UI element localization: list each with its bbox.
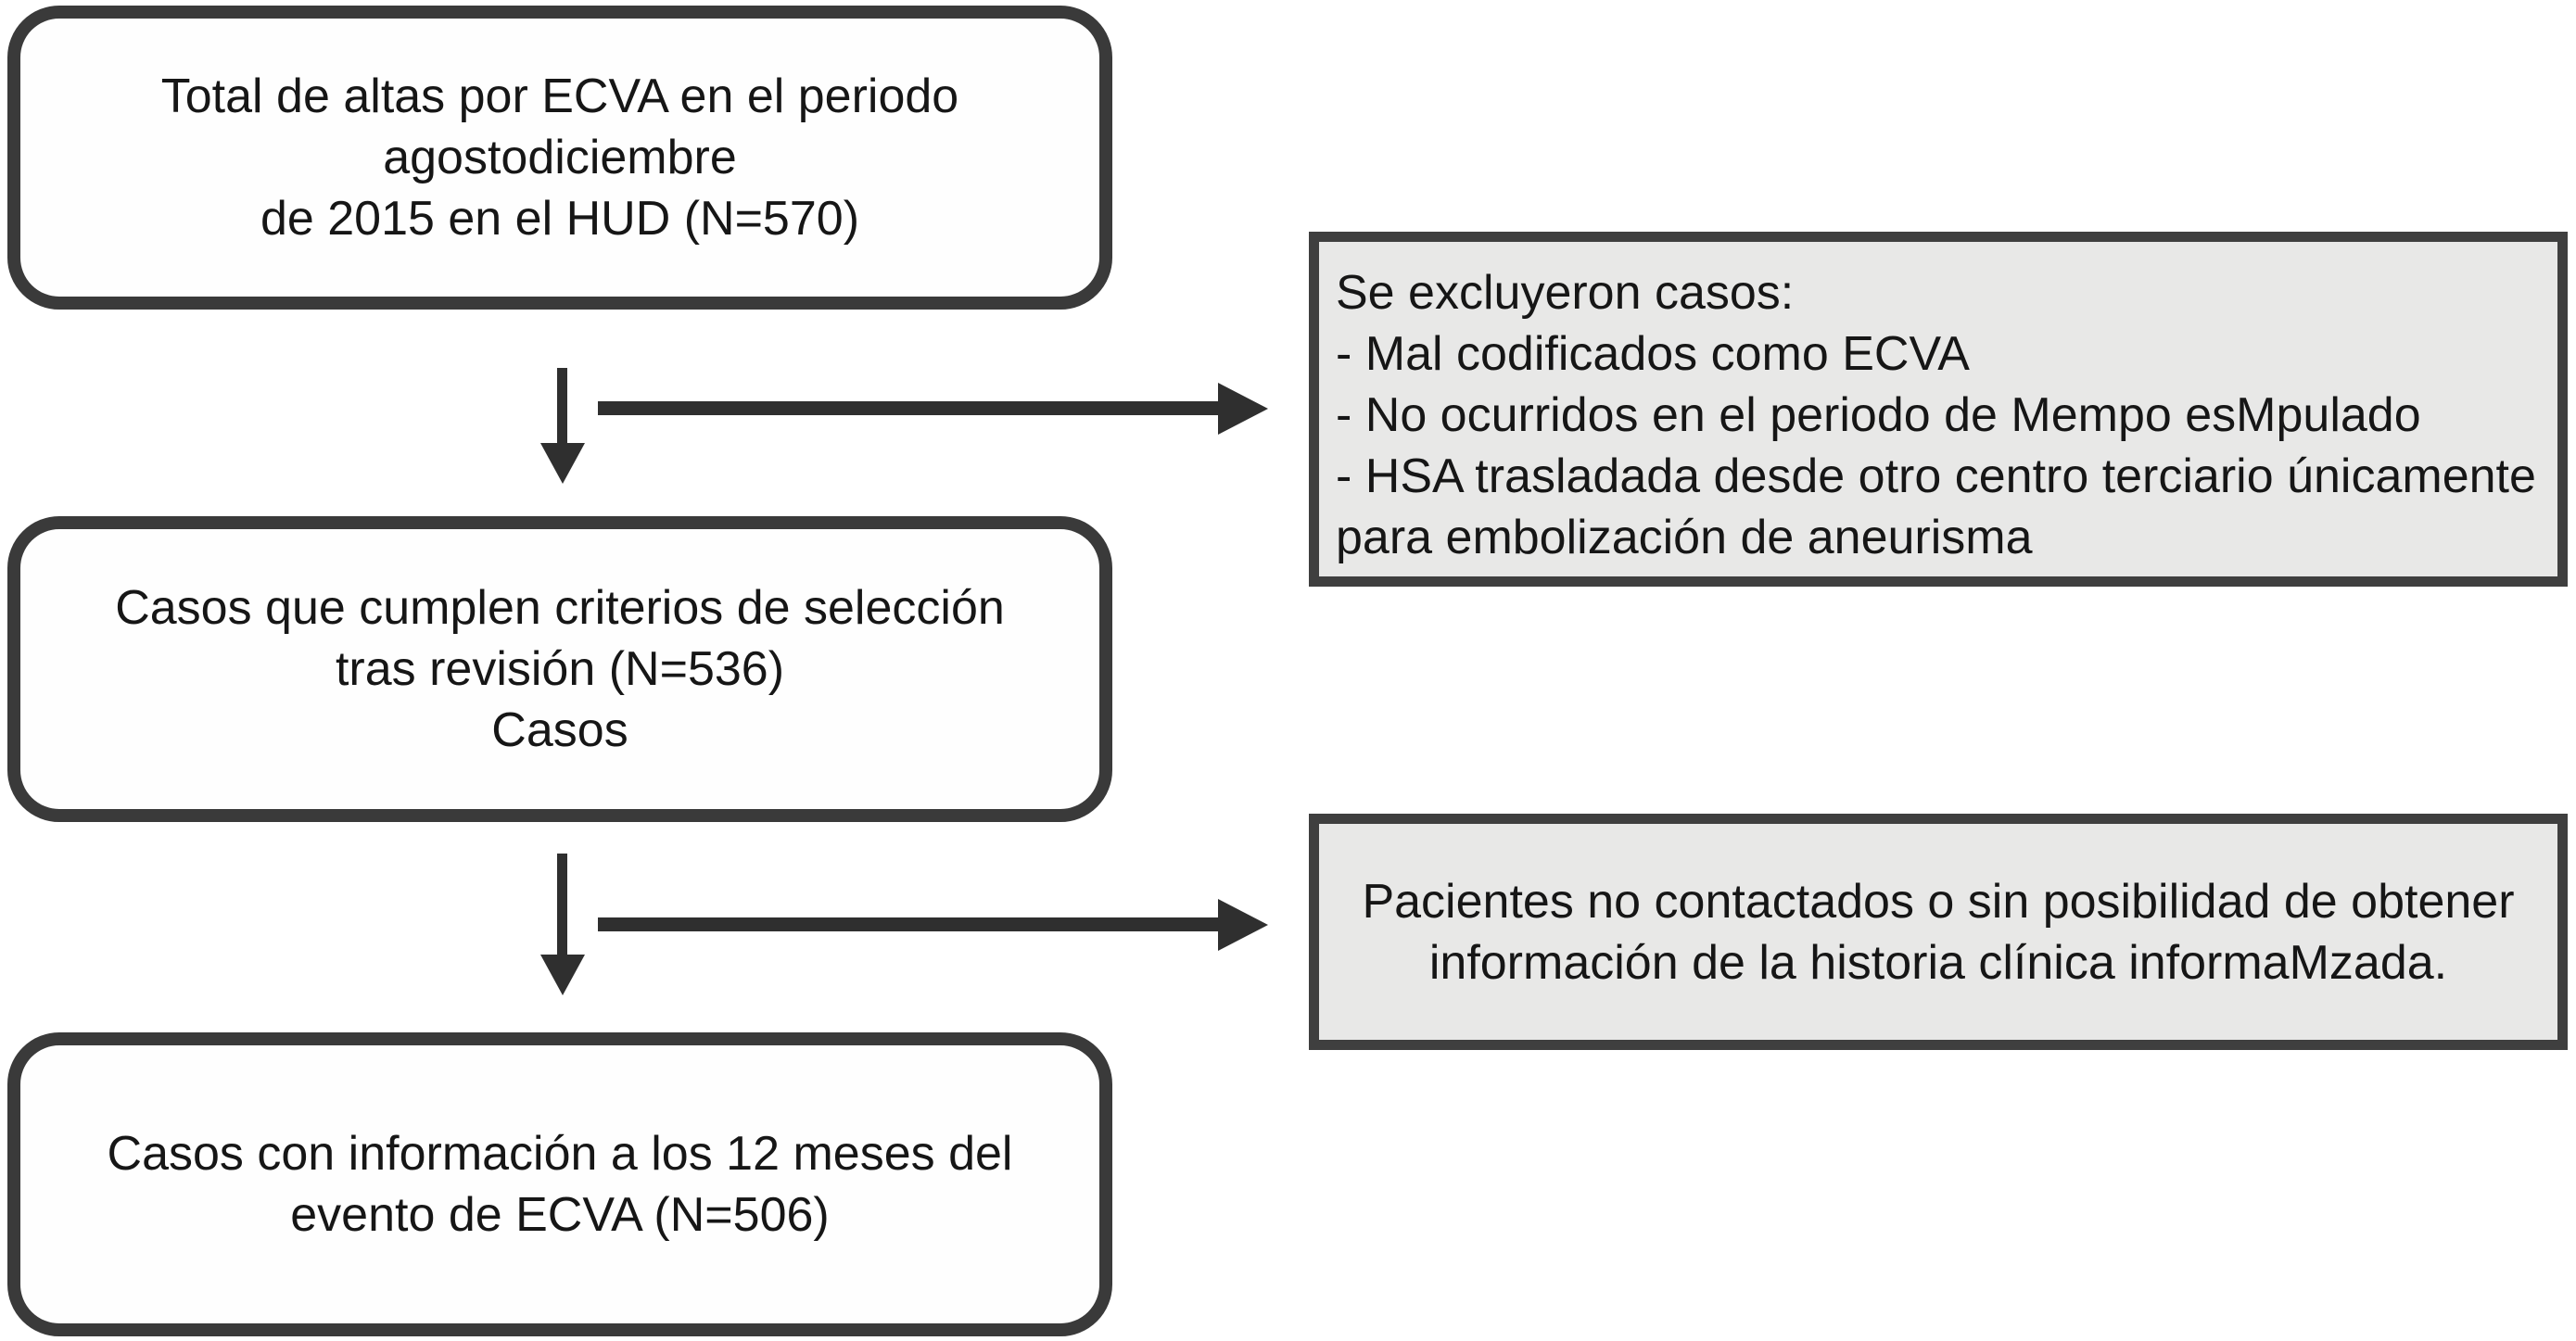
flow-node-12-month-followup-text: Casos con información a los 12 meses del… — [107, 1127, 1013, 1242]
arrow-right-1-head-icon — [1218, 383, 1268, 435]
arrow-right-1-shaft — [598, 401, 1221, 415]
flow-node-12-month-followup: Casos con información a los 12 meses del… — [7, 1032, 1112, 1336]
flow-node-total-discharges-text: Total de altas por ECVA en el periodo ag… — [160, 70, 959, 246]
flow-node-total-discharges: Total de altas por ECVA en el periodo ag… — [7, 6, 1112, 310]
arrow-down-1-head-icon — [540, 443, 585, 484]
side-box-not-contacted: Pacientes no contactados o sin posibilid… — [1309, 814, 2568, 1050]
arrow-right-2-head-icon — [1218, 899, 1268, 951]
side-box-not-contacted-text: Pacientes no contactados o sin posibilid… — [1362, 874, 2515, 990]
arrow-down-2-head-icon — [540, 955, 585, 995]
flow-node-selection-criteria: Casos que cumplen criterios de selección… — [7, 516, 1112, 822]
flow-node-selection-criteria-text: Casos que cumplen criterios de selección… — [115, 581, 1005, 757]
side-box-excluded-cases-text: Se excluyeron casos: - Mal codificados c… — [1336, 266, 2536, 564]
arrow-down-2-shaft — [557, 854, 567, 957]
arrow-right-2-shaft — [598, 917, 1221, 931]
arrow-down-1-shaft — [557, 368, 567, 451]
side-box-excluded-cases: Se excluyeron casos: - Mal codificados c… — [1309, 232, 2568, 587]
